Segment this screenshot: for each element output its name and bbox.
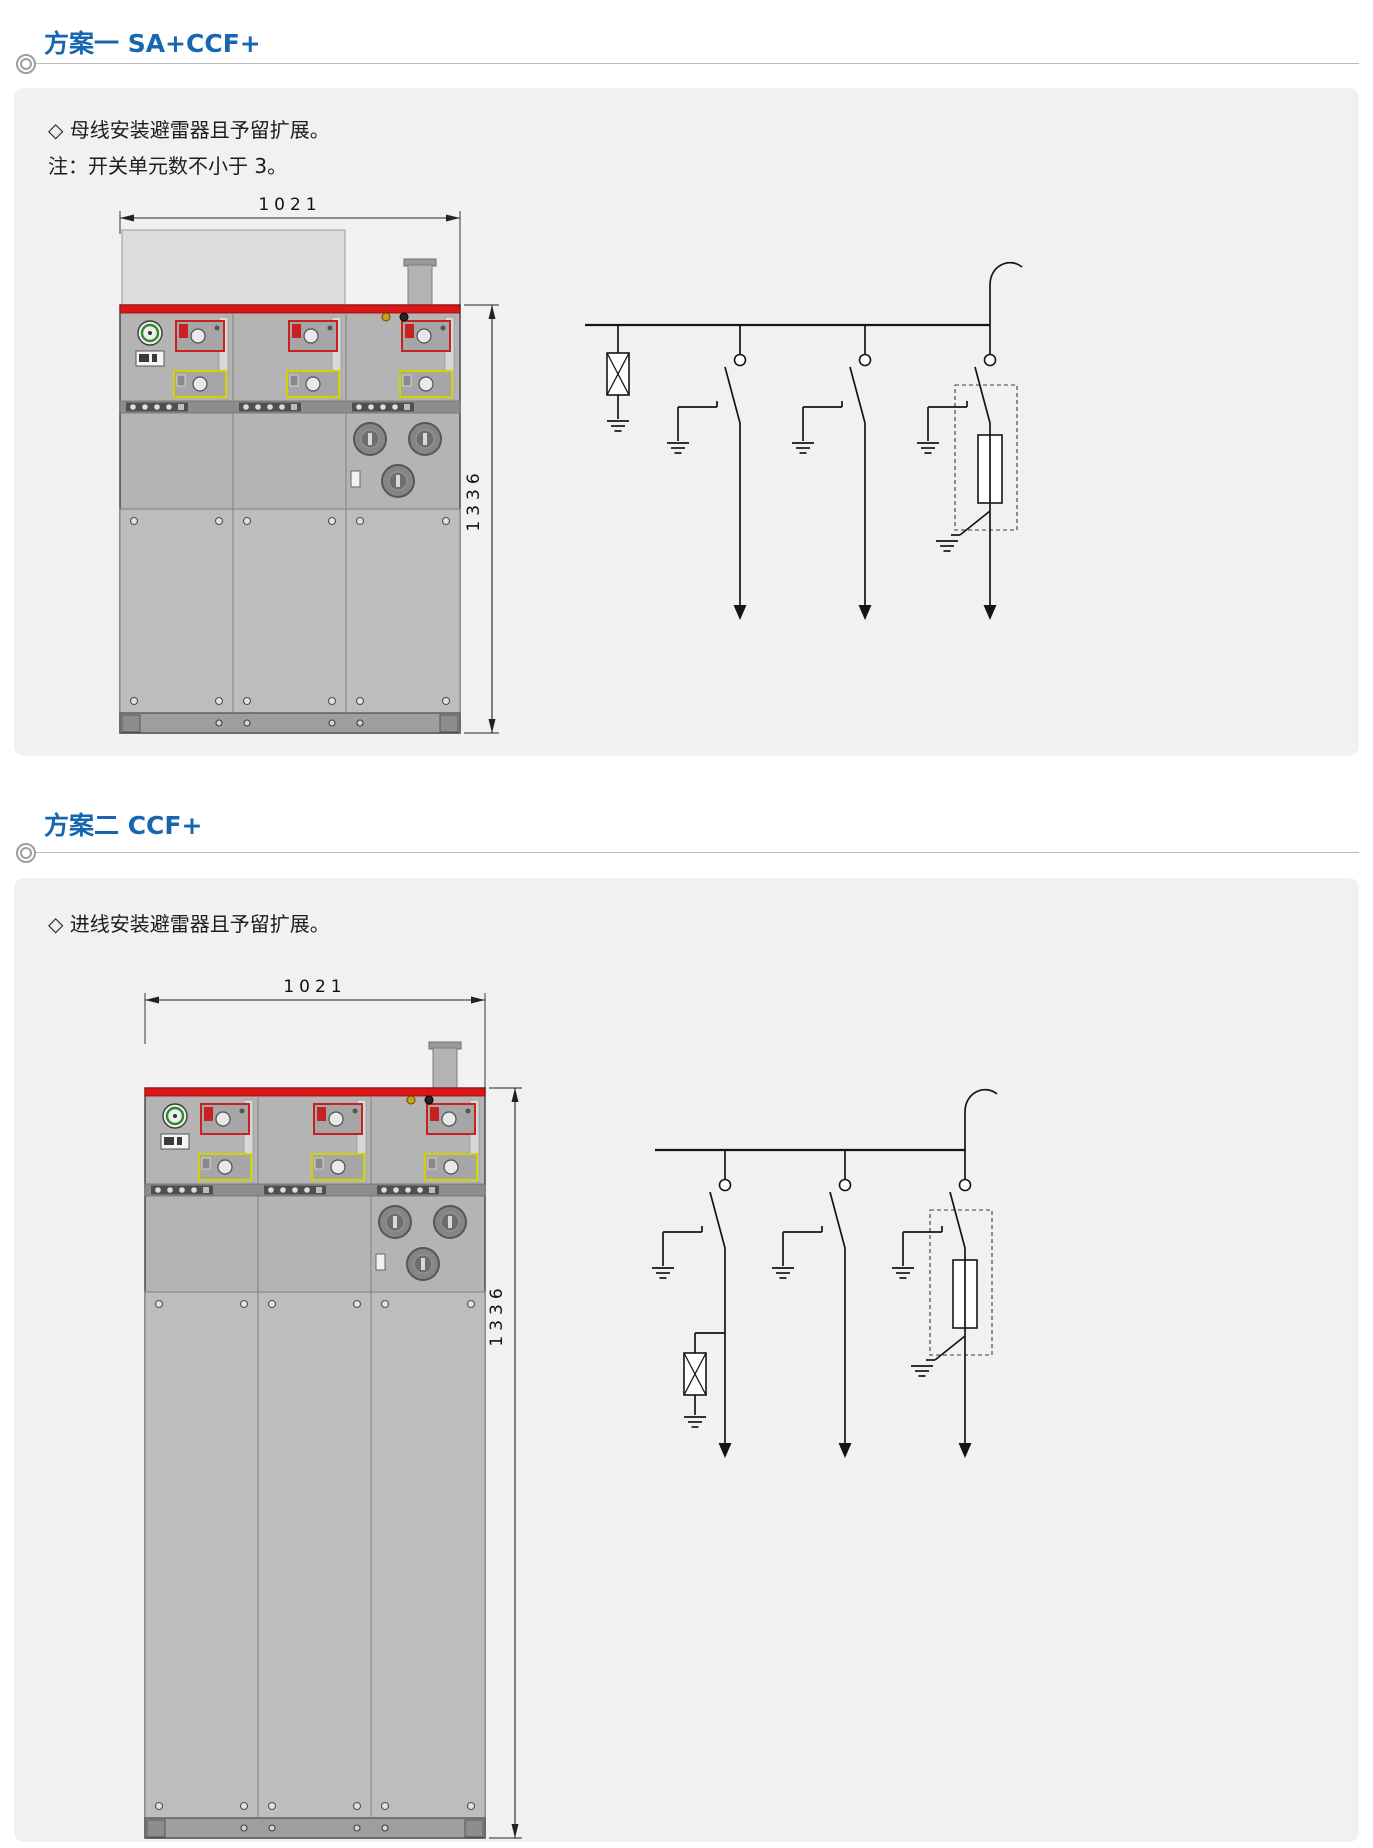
- section1-ring-icon: [16, 54, 36, 74]
- dim-height-label: 1336: [464, 468, 484, 531]
- dimension-height: 1336: [487, 1087, 522, 1839]
- earthing-switch: [667, 401, 718, 454]
- operating-mechanism-panel: [198, 1099, 254, 1183]
- load-break-switch: [829, 1150, 852, 1249]
- lower-earthing-switch: [936, 510, 991, 552]
- vent-pipe: [403, 258, 437, 306]
- ground-symbol: [667, 442, 689, 454]
- terminal-block: [151, 1185, 213, 1195]
- operating-mechanism-panel: [286, 316, 342, 400]
- fuse-switch-branch: [892, 1150, 993, 1458]
- dimension-width: 1021: [119, 195, 461, 309]
- nameplate: [160, 1133, 190, 1150]
- operating-mechanism-panel: [311, 1099, 367, 1183]
- terminal-block: [126, 402, 188, 412]
- cabinet-front-view: [144, 1041, 486, 1839]
- ground-symbol: [911, 1365, 933, 1377]
- fuse-switch-branch: [917, 325, 1018, 620]
- incoming-cable-hook: [989, 261, 1023, 325]
- dimension-width: 1021: [144, 977, 486, 1092]
- terminal-block: [377, 1185, 439, 1195]
- earthing-switch: [917, 401, 968, 454]
- terminal-block: [264, 1185, 326, 1195]
- cable-arrow: [858, 605, 872, 620]
- earthing-switch: [772, 1226, 823, 1279]
- scheme2-note-1: ◇ 进线安装避雷器且予留扩展。: [48, 912, 330, 936]
- scheme1-note-2: 注：开关单元数不小于 3。: [48, 154, 288, 178]
- cable-arrow: [733, 605, 747, 620]
- indicator-lights: [381, 312, 409, 322]
- switch-feeder-branch: [772, 1150, 852, 1458]
- arrester-symbol: [683, 1352, 707, 1396]
- scheme1-title: 方案一 SA+CCF+: [44, 29, 261, 58]
- cable-bushing: [406, 1247, 440, 1281]
- operating-mechanism-panel: [173, 316, 229, 400]
- section2-divider: [28, 852, 1359, 853]
- cabinet-front-view: [119, 229, 461, 734]
- cable-arrow: [718, 1443, 732, 1458]
- earthing-switch: [792, 401, 843, 454]
- switch-feeder-branch: [792, 325, 872, 620]
- ground-symbol: [917, 442, 939, 454]
- ground-symbol: [892, 1267, 914, 1279]
- incoming-cable-hook: [964, 1088, 998, 1150]
- indicator-lights: [406, 1095, 434, 1105]
- ground-symbol: [607, 420, 629, 432]
- cable-bushing: [378, 1205, 412, 1239]
- cable-bushing: [353, 422, 387, 456]
- earthing-switch: [892, 1226, 943, 1279]
- vent-pipe: [428, 1041, 462, 1089]
- ground-symbol: [684, 1416, 706, 1428]
- busbar-arrester-branch: [606, 325, 630, 432]
- pressure-gauge: [137, 320, 163, 346]
- nameplate: [135, 350, 165, 367]
- cable-arrow: [983, 605, 997, 620]
- ground-symbol: [792, 442, 814, 454]
- dimension-height: 1336: [464, 304, 499, 734]
- scheme1-card: ◇ 母线安装避雷器且予留扩展。 注：开关单元数不小于 3。 1021 1336: [14, 88, 1359, 756]
- dim-height-label: 1336: [487, 1283, 507, 1346]
- lower-earthing-switch: [911, 1335, 966, 1377]
- cable-bushing: [381, 464, 415, 498]
- earthing-switch: [652, 1226, 703, 1279]
- single-line-diagram-scheme1: [585, 261, 1023, 620]
- section2-ring-icon: [16, 843, 36, 863]
- ground-symbol: [936, 540, 958, 552]
- pressure-gauge: [162, 1103, 188, 1129]
- scheme2-title: 方案二 CCF+: [44, 811, 203, 840]
- arrester-symbol: [606, 352, 630, 396]
- switch-feeder-branch: [667, 325, 747, 620]
- cable-bushing: [433, 1205, 467, 1239]
- operating-mechanism-panel: [399, 316, 455, 400]
- cable-arrow: [838, 1443, 852, 1458]
- scheme1-note-1: ◇ 母线安装避雷器且予留扩展。: [48, 118, 330, 142]
- section1-divider: [28, 63, 1359, 64]
- cabinet-drawing-scheme2: 1021 1336: [144, 977, 522, 1839]
- ground-symbol: [652, 1267, 674, 1279]
- cable-arrow: [958, 1443, 972, 1458]
- cabinet-drawing-scheme1: 1021 1336: [119, 195, 499, 734]
- terminal-block: [239, 402, 301, 412]
- load-break-switch: [949, 1150, 972, 1249]
- load-break-switch: [849, 325, 872, 424]
- cable-bushing: [408, 422, 442, 456]
- dim-width-label: 1021: [283, 977, 346, 997]
- load-break-switch: [974, 325, 997, 424]
- terminal-block: [352, 402, 414, 412]
- load-break-switch: [709, 1150, 732, 1249]
- load-break-switch: [724, 325, 747, 424]
- single-line-diagram-scheme2: [652, 1088, 998, 1458]
- scheme2-card: ◇ 进线安装避雷器且予留扩展。 1021 1336: [14, 878, 1359, 1842]
- dim-width-label: 1021: [258, 195, 321, 215]
- incoming-branch-with-arrester: [652, 1150, 732, 1458]
- operating-mechanism-panel: [424, 1099, 480, 1183]
- ground-symbol: [772, 1267, 794, 1279]
